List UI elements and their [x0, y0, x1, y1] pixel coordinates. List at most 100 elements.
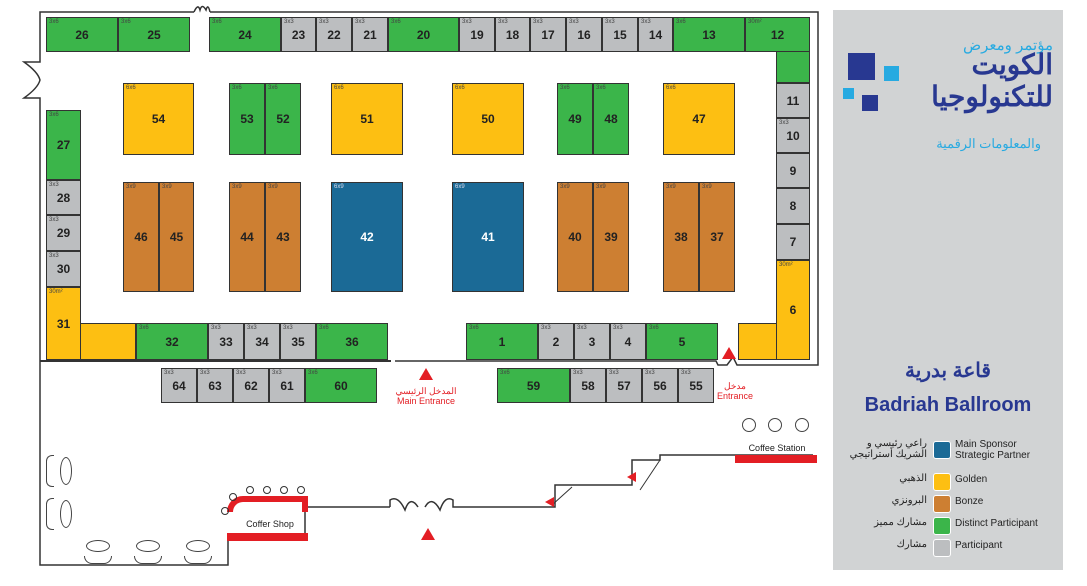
booth-number: 62	[244, 378, 258, 393]
booth-number: 15	[613, 27, 627, 42]
legend-swatch	[933, 473, 951, 491]
stool-icon	[280, 486, 288, 494]
booth-number: 35	[291, 334, 305, 349]
legend-participant: مشارك Participant	[833, 537, 1063, 557]
booth-extension	[738, 323, 777, 360]
booth-number: 48	[604, 112, 618, 126]
booth-number: 33	[219, 334, 233, 349]
booth-number: 49	[568, 112, 582, 126]
booth-size: 3x3	[605, 19, 615, 25]
side-entrance-label: مدخل Entrance	[710, 381, 760, 401]
booth-size: 3x9	[232, 184, 242, 190]
booth-size: 3x6	[676, 19, 686, 25]
main-entrance-ar: المدخل الرئيسي	[395, 386, 457, 396]
booth-size: 3x6	[319, 325, 329, 331]
sofa-icon	[46, 455, 54, 487]
booth-number: 32	[165, 334, 179, 349]
booth-number: 17	[541, 27, 555, 42]
booth-size: 3x3	[573, 370, 583, 376]
coffee-shop-counter	[227, 496, 308, 512]
hall-name-ar: قاعة بدرية	[905, 360, 991, 382]
main-entrance-label: المدخل الرئيسي Main Entrance	[380, 386, 472, 406]
booth-11[interactable]: 11	[776, 83, 810, 118]
booth-size: 3x3	[645, 370, 655, 376]
booth-size: 30m²	[748, 19, 762, 25]
legend-main-sponsor: راعي رئيسي و الشريك أستراتيجي Main Spons…	[833, 436, 1063, 462]
booth-9[interactable]: 9	[776, 153, 810, 188]
sofa-icon	[46, 498, 54, 530]
legend-ar: راعي رئيسي و الشريك أستراتيجي	[849, 438, 927, 460]
table-chair-icon	[86, 540, 110, 552]
booth-7[interactable]: 7	[776, 224, 810, 260]
logo-line2: الكويت	[971, 49, 1053, 80]
booth-8[interactable]: 8	[776, 188, 810, 224]
booth-number: 18	[505, 27, 520, 42]
side-entrance-arrow-icon	[722, 347, 736, 359]
logo-square	[862, 95, 878, 111]
booth-number: 19	[470, 27, 484, 42]
booth-size: 3x6	[121, 19, 131, 25]
booth-number: 56	[653, 378, 667, 393]
